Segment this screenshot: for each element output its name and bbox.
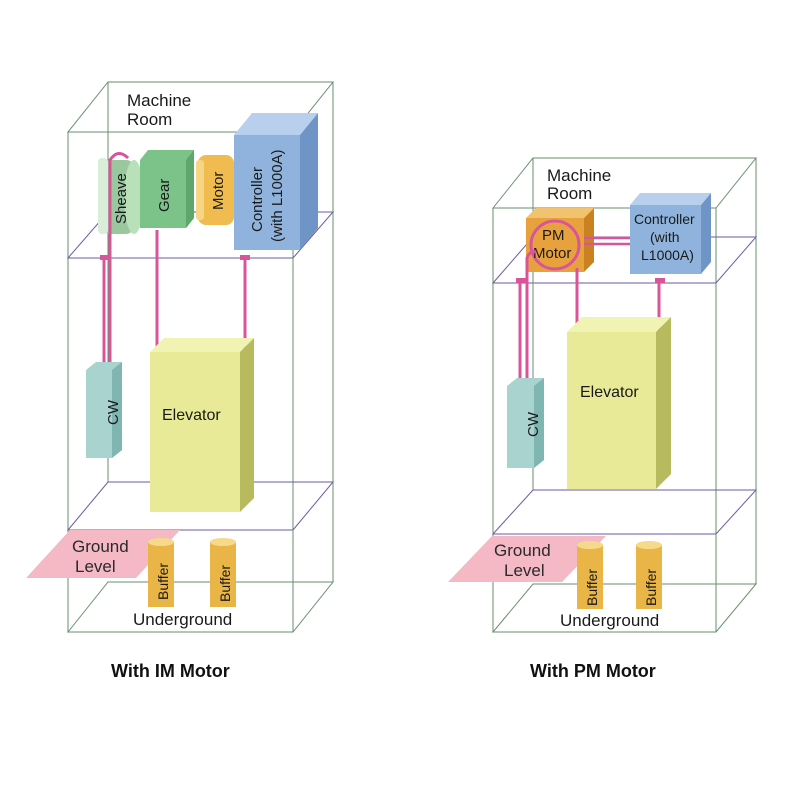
ground-level: Ground Level <box>26 530 180 578</box>
machine-room-label-pm-2: Room <box>547 184 592 203</box>
ground-level-label-2: Level <box>75 557 116 576</box>
ground-level-pm-label-2: Level <box>504 561 545 580</box>
gear-label: Gear <box>156 179 173 212</box>
controller-pm-label-2: (with <box>650 229 680 245</box>
machine-room-label-pm-1: Machine <box>547 166 611 185</box>
pm-motor-label-1: PM <box>542 227 565 244</box>
elevator-car: Elevator <box>150 338 254 512</box>
ground-level-label-1: Ground <box>72 537 129 556</box>
machine-room-label-1: Machine <box>127 91 191 110</box>
rope-hitch-cw-pm <box>516 278 526 283</box>
cw-label: CW <box>105 399 122 425</box>
gear: Gear <box>140 150 194 228</box>
rope-hitch-car <box>240 255 250 260</box>
buffer-pm-left: Buffer <box>577 541 603 609</box>
im-motor-diagram: Sheave Gear Motor Controller (with L1000… <box>26 81 335 681</box>
buffer-pm-label-left: Buffer <box>584 569 600 606</box>
buffer-label-left: Buffer <box>155 563 171 600</box>
motor-label: Motor <box>210 172 227 210</box>
buffer-pm-label-right: Buffer <box>643 569 659 606</box>
counterweight: CW <box>86 362 122 458</box>
underground-label: Underground <box>133 610 232 629</box>
cw-label-pm: CW <box>525 411 542 437</box>
buffer-pm-right: Buffer <box>636 541 662 609</box>
counterweight-pm: CW <box>507 378 544 468</box>
controller-label-1: Controller <box>249 167 266 232</box>
underground-label-pm: Underground <box>560 611 659 630</box>
buffer-right: Buffer <box>210 538 236 607</box>
elevator-label: Elevator <box>162 407 221 424</box>
pm-motor: PM Motor <box>526 208 594 272</box>
elevator-label-pm: Elevator <box>580 384 639 401</box>
ground-level-pm-label-1: Ground <box>494 541 551 560</box>
sheave: Sheave <box>98 158 144 234</box>
elevator-car-pm: Elevator <box>567 317 671 489</box>
motor: Motor <box>196 155 234 225</box>
pm-motor-diagram: Machine Room PM Motor Controller (with L… <box>448 157 758 681</box>
motor-controller-cable <box>584 236 630 246</box>
caption-im-motor: With IM Motor <box>111 661 230 681</box>
machine-room-label-2: Room <box>127 110 172 129</box>
buffer-left: Buffer <box>148 538 174 607</box>
controller-pm-label-1: Controller <box>634 211 695 227</box>
ground-level-pm: Ground Level <box>448 536 606 582</box>
buffer-label-right: Buffer <box>217 565 233 602</box>
controller-pm-label-3: L1000A) <box>641 247 694 263</box>
controller-pm: Controller (with L1000A) <box>630 193 711 274</box>
controller: Controller (with L1000A) <box>234 113 318 250</box>
rope-hitch-car-pm <box>655 278 665 283</box>
sheave-label: Sheave <box>113 173 130 224</box>
pm-motor-label-2: Motor <box>533 245 571 262</box>
rope-hitch-cw <box>100 255 110 260</box>
caption-pm-motor: With PM Motor <box>530 661 656 681</box>
controller-label-2: (with L1000A) <box>269 149 286 242</box>
